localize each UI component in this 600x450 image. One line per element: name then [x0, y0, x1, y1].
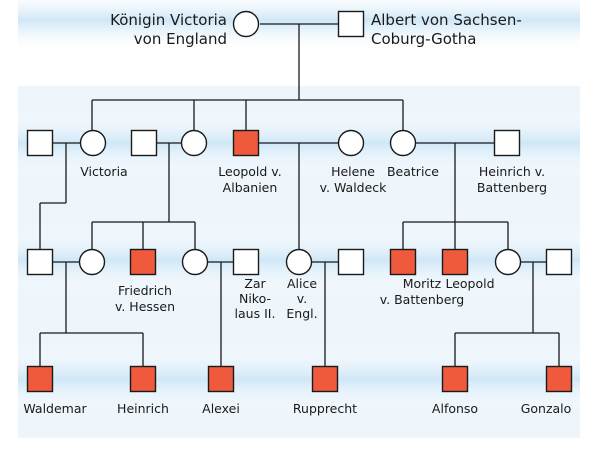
label-rupprecht: Rupprecht: [293, 401, 357, 416]
label-gonzalo: Gonzalo: [521, 401, 572, 416]
label-victoria: Victoria: [80, 164, 127, 179]
label-line: Coburg-Gotha: [371, 30, 476, 48]
label-line: Leopold: [445, 276, 494, 291]
label-leopold: Leopold v.Albanien: [218, 164, 281, 195]
female-symbol-g3-f1: [78, 248, 106, 276]
label-waldemar: Waldemar: [23, 401, 87, 416]
male-symbol-leopold: [232, 129, 260, 157]
label-line: Engl.: [286, 306, 317, 321]
male-symbol-g3-m2: [337, 248, 365, 276]
label-alexei: Alexei: [202, 401, 240, 416]
label-albert: Albert von Sachsen-Coburg-Gotha: [371, 11, 522, 48]
female-symbol-g3-f3: [494, 248, 522, 276]
male-symbol-alfonso: [441, 365, 469, 393]
female-symbol-alice-engl: [285, 248, 313, 276]
generation-band: [18, 347, 580, 411]
label-heinrich: Heinrich: [117, 401, 169, 416]
male-symbol-alice-spouse: [130, 129, 158, 157]
male-symbol-zar: [232, 248, 260, 276]
female-symbol-victoria: [79, 129, 107, 157]
label-line: Leopold v.: [218, 164, 281, 179]
male-symbol-friedrich: [129, 248, 157, 276]
label-line: Victoria: [80, 164, 127, 179]
label-line: Albert von Sachsen-: [371, 11, 522, 29]
label-line: Rupprecht: [293, 401, 357, 416]
female-symbol-victoria-queen: [232, 10, 260, 38]
male-symbol-albert: [337, 10, 365, 38]
label-line: Gonzalo: [521, 401, 572, 416]
female-symbol-alice: [180, 129, 208, 157]
label-line: von England: [134, 30, 227, 48]
label-line: Friedrich: [118, 283, 172, 298]
label-line: Waldemar: [23, 401, 87, 416]
male-symbol-victoria-spouse: [26, 129, 54, 157]
female-symbol-helene: [337, 129, 365, 157]
female-symbol-g3-f2: [181, 248, 209, 276]
label-line: Alexei: [202, 401, 240, 416]
female-symbol-beatrice: [389, 129, 417, 157]
label-line: Moritz: [403, 276, 442, 291]
label-line: Alice: [287, 276, 317, 291]
label-line: v. Waldeck: [320, 180, 388, 195]
label-line: Albanien: [223, 180, 278, 195]
label-heinrich-b: Heinrich v.Battenberg: [477, 164, 547, 195]
male-symbol-alexei: [207, 365, 235, 393]
male-symbol-waldemar: [26, 365, 54, 393]
male-symbol-g3-m1: [26, 248, 54, 276]
label-line: Niko-: [239, 291, 271, 306]
male-symbol-g3-m3: [545, 248, 573, 276]
label-line: Königin Victoria: [110, 11, 227, 29]
male-symbol-heinrich: [129, 365, 157, 393]
male-symbol-heinrich-b: [493, 129, 521, 157]
label-line: Battenberg: [477, 180, 547, 195]
label-line: Beatrice: [387, 164, 439, 179]
label-line: Zar: [244, 276, 266, 291]
male-symbol-rupprecht: [311, 365, 339, 393]
label-line: Helene: [331, 164, 375, 179]
label-line: v. Hessen: [115, 299, 175, 314]
label-beatrice: Beatrice: [387, 164, 439, 179]
male-symbol-gonzalo: [545, 365, 573, 393]
male-symbol-moritz: [389, 248, 417, 276]
label-alfonso: Alfonso: [432, 401, 478, 416]
label-line: v.: [297, 291, 307, 306]
label-line: v. Battenberg: [380, 292, 465, 307]
label-line: Heinrich: [117, 401, 169, 416]
label-line: Heinrich v.: [479, 164, 545, 179]
male-symbol-leopold2: [441, 248, 469, 276]
label-line: laus II.: [235, 306, 276, 321]
label-line: Alfonso: [432, 401, 478, 416]
label-leopold2: Leopold: [445, 276, 494, 291]
